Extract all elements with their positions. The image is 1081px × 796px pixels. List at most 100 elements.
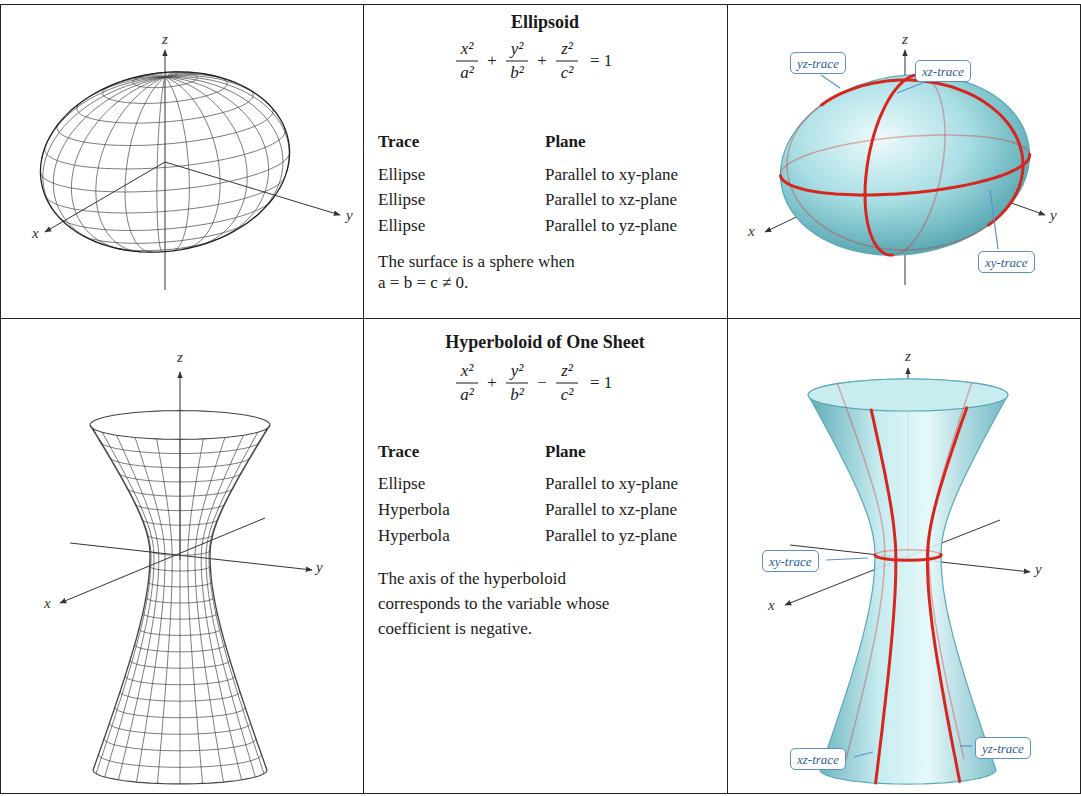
ruling-line xyxy=(210,425,270,770)
trace-curve xyxy=(781,165,1024,195)
equation-term: b² xyxy=(510,386,524,403)
ruling-line xyxy=(93,429,151,774)
callout-text: xy-trace xyxy=(985,255,1028,270)
axis-label: y xyxy=(346,206,353,224)
surface-title: Ellipsoid xyxy=(511,12,579,34)
axis-label: y xyxy=(1035,560,1042,578)
table-cell: Ellipse xyxy=(378,165,425,185)
axis-label: x xyxy=(32,224,39,242)
callout-text: yz-trace xyxy=(797,56,839,71)
equation-term: y² xyxy=(511,362,524,379)
equation-term: x² xyxy=(461,40,474,57)
equation-term: a² xyxy=(460,64,474,81)
axis-label: x xyxy=(768,596,775,614)
column-header: Plane xyxy=(545,132,586,152)
latitude-line xyxy=(57,120,267,146)
trace-curve xyxy=(787,105,988,250)
ruling-line xyxy=(135,438,165,783)
table-grid xyxy=(0,4,1081,794)
table-cell: Parallel to xz-plane xyxy=(545,190,677,210)
table-cell: Ellipse xyxy=(378,216,425,236)
trace-curve xyxy=(871,410,896,783)
trace-curve xyxy=(865,195,893,255)
trace-curve xyxy=(780,135,1029,176)
equation-term: b² xyxy=(510,64,524,81)
equation-operator: + xyxy=(487,374,497,391)
trace-curve-hidden xyxy=(929,383,972,760)
ruling-line xyxy=(195,438,225,783)
latitude-line xyxy=(46,184,279,213)
trace-callout: yz-trace xyxy=(975,737,1031,759)
hyperboloid-surface xyxy=(808,379,1008,784)
axis-label: z xyxy=(177,348,183,366)
ellipsoid-surface xyxy=(780,75,1029,255)
equation-operator: = 1 xyxy=(590,52,612,69)
callout-text: yz-trace xyxy=(982,741,1024,756)
trace-curve xyxy=(865,75,917,195)
equation-term: c² xyxy=(561,386,574,403)
latitude-line xyxy=(84,222,249,243)
table-cell: Ellipse xyxy=(378,474,425,494)
equation-term: y² xyxy=(511,40,524,57)
ruling-line xyxy=(157,439,173,784)
axis-label: y xyxy=(316,558,323,576)
ruling-line xyxy=(90,425,150,770)
meridian-line xyxy=(157,77,165,252)
axis-label: y xyxy=(1050,206,1057,224)
meridian-line xyxy=(43,77,165,222)
ruling-line xyxy=(201,435,243,780)
meridian-line xyxy=(165,76,271,107)
equation-operator: + xyxy=(487,52,497,69)
meridian-line xyxy=(107,77,165,87)
ellipsoid-shaded xyxy=(780,75,1029,255)
ring-line xyxy=(90,411,270,440)
axis-label: x xyxy=(44,594,51,612)
equation-term: z² xyxy=(561,40,573,57)
ruling-line xyxy=(209,429,267,774)
equation-operator: = 1 xyxy=(590,374,612,391)
axis-label: z xyxy=(905,347,911,365)
trace-curve-hidden xyxy=(837,384,884,760)
meridian-line xyxy=(165,77,189,251)
meridian-line xyxy=(125,77,165,252)
axis-label: x xyxy=(748,222,755,240)
table-cell: Hyperbola xyxy=(378,500,450,520)
table-cell: Parallel to xy-plane xyxy=(545,165,678,185)
callout-tails xyxy=(821,75,998,757)
meridian-line xyxy=(165,77,289,171)
note-text: The surface is a sphere when a = b = c ≠… xyxy=(378,251,583,293)
note-text: The axis of the hyperboloid corresponds … xyxy=(378,566,633,641)
column-header: Plane xyxy=(545,442,586,462)
equation-operator: − xyxy=(537,374,547,391)
ellipsoid-wireframe xyxy=(40,72,289,252)
callout-text: xy-trace xyxy=(769,554,812,569)
meridian-line xyxy=(165,77,269,240)
surface-title: Hyperboloid of One Sheet xyxy=(445,332,645,354)
meridian-line xyxy=(165,77,220,249)
column-header: Trace xyxy=(378,132,419,152)
column-header: Trace xyxy=(378,442,419,462)
trace-curve xyxy=(822,80,1023,165)
trace-callout: xz-trace xyxy=(790,748,846,770)
trace-callout: xy-trace xyxy=(762,550,819,572)
ruling-line xyxy=(188,439,204,784)
ruling-line xyxy=(116,435,158,780)
meridian-line xyxy=(96,77,165,252)
trace-callout: xz-trace xyxy=(915,60,971,82)
axis-label: z xyxy=(162,30,168,48)
trace-curve xyxy=(927,408,966,782)
trace-curve xyxy=(939,553,942,557)
table-cell: Parallel to yz-plane xyxy=(545,216,677,236)
table-cell: Parallel to xy-plane xyxy=(545,474,678,494)
trace-curve xyxy=(893,75,945,255)
trace-callout: xy-trace xyxy=(978,251,1035,273)
hyperboloid-wireframe xyxy=(90,411,270,784)
table-cell: Parallel to xz-plane xyxy=(545,500,677,520)
table-cell: Ellipse xyxy=(378,190,425,210)
table-cell: Hyperbola xyxy=(378,526,450,546)
equation-term: z² xyxy=(561,362,573,379)
callout-text: xz-trace xyxy=(922,64,964,79)
equation-operator: + xyxy=(537,52,547,69)
